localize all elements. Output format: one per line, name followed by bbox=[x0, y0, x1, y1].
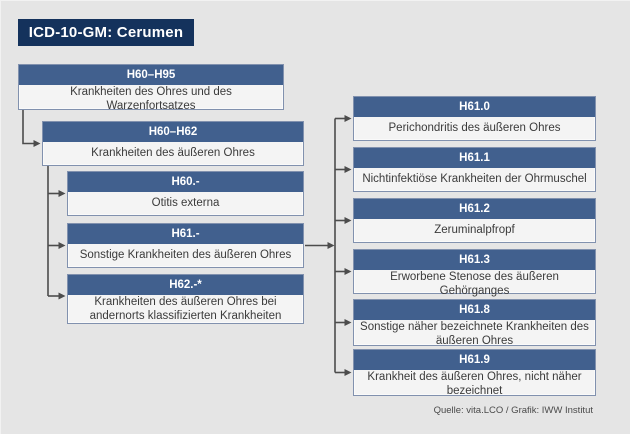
node-h60: H60.- Otitis externa bbox=[67, 171, 304, 216]
node-h60-h62: H60–H62 Krankheiten des äußeren Ohres bbox=[42, 121, 304, 166]
node-h61-2: H61.2 Zeruminalpfropf bbox=[353, 198, 596, 243]
node-label: Sonstige näher bezeichnete Krankheiten d… bbox=[360, 321, 589, 347]
node-h61: H61.- Sonstige Krankheiten des äußeren O… bbox=[67, 223, 304, 268]
node-label: Krankheiten des äußeren Ohres bbox=[91, 146, 255, 159]
node-label: Erworbene Stenose des äußeren Gehörgange… bbox=[390, 271, 559, 297]
credit-line: Quelle: vita.LCO / Grafik: IWW Institut bbox=[433, 405, 593, 416]
node-code: H60–H62 bbox=[43, 122, 303, 142]
node-label: Sonstige Krankheiten des äußeren Ohres bbox=[79, 248, 292, 261]
node-label: Nichtinfektiöse Krankheiten der Ohrmusch… bbox=[362, 172, 587, 185]
node-code: H61.1 bbox=[354, 148, 595, 168]
node-h61-8: H61.8 Sonstige näher bezeichnete Krankhe… bbox=[353, 299, 596, 347]
node-code: H61.2 bbox=[354, 199, 595, 219]
node-code: H61.9 bbox=[354, 350, 595, 370]
node-label: Krankheiten des äußeren Ohres bei andern… bbox=[89, 296, 282, 322]
node-h61-0: H61.0 Perichondritis des äußeren Ohres bbox=[353, 96, 596, 141]
node-h61-3: H61.3 Erworbene Stenose des äußeren Gehö… bbox=[353, 249, 596, 297]
node-h61-9: H61.9 Krankheit des äußeren Ohres, nicht… bbox=[353, 349, 596, 397]
node-code: H62.-* bbox=[68, 275, 303, 295]
node-h60-h95: H60–H95 Krankheiten des Ohres und des Wa… bbox=[18, 64, 284, 112]
page-title: ICD-10-GM: Cerumen bbox=[18, 19, 194, 46]
node-label: Perichondritis des äußeren Ohres bbox=[388, 121, 561, 134]
node-label: Krankheit des äußeren Ohres, nicht näher… bbox=[367, 371, 582, 397]
node-code: H61.8 bbox=[354, 300, 595, 320]
node-label: Krankheiten des Ohres und des Warzenfort… bbox=[70, 86, 232, 112]
node-code: H61.3 bbox=[354, 250, 595, 270]
node-code: H60.- bbox=[68, 172, 303, 192]
node-label: Zeruminalpfropf bbox=[434, 223, 515, 236]
node-h62: H62.-* Krankheiten des äußeren Ohres bei… bbox=[67, 274, 304, 324]
node-code: H61.0 bbox=[354, 97, 595, 117]
node-h61-1: H61.1 Nichtinfektiöse Krankheiten der Oh… bbox=[353, 147, 596, 192]
node-code: H60–H95 bbox=[19, 65, 283, 85]
node-code: H61.- bbox=[68, 224, 303, 244]
node-label: Otitis externa bbox=[151, 196, 220, 209]
